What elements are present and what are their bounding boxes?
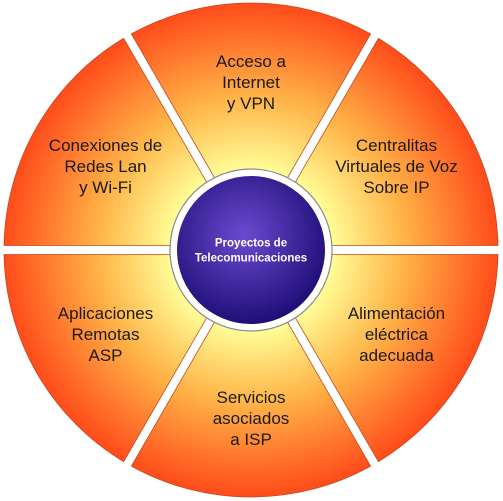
segment-label-line: adecuada (359, 346, 434, 365)
hub-label-line: Proyectos de (215, 238, 287, 250)
segment-label-line: asociados (213, 409, 290, 428)
segment-label-line: y Wi-Fi (79, 178, 132, 197)
segment-label-line: Conexiones de (49, 136, 162, 155)
segment-label-line: Internet (222, 73, 280, 92)
segment-label-line: ASP (88, 346, 122, 365)
segment-label: Conexiones de Redes Lan y Wi-Fi (49, 136, 162, 197)
segment-internet-vpn: Acceso a Internet y VPN (130, 2, 372, 180)
segment-label-line: Centralitas (356, 136, 437, 155)
segment-servicios-isp: Servicios asociados a ISP (130, 320, 372, 498)
segment-label-line: a ISP (230, 430, 272, 449)
segment-label-line: Remotas (71, 325, 139, 344)
segment-redes-lan-wifi: Conexiones de Redes Lan y Wi-Fi (3, 37, 208, 246)
segment-label-line: y VPN (227, 94, 275, 113)
segment-label-line: Redes Lan (64, 157, 146, 176)
segment-label: Servicios asociados a ISP (213, 388, 290, 449)
segment-label: Alimentación eléctrica adecuada (348, 304, 445, 365)
segment-label: Acceso a Internet y VPN (216, 52, 286, 113)
segment-label-line: Aplicaciones (58, 304, 153, 323)
segment-label-line: Sobre IP (363, 178, 429, 197)
hub-core (177, 176, 325, 324)
segment-label-line: Virtuales de Voz (335, 157, 458, 176)
segment-label-line: eléctrica (365, 325, 429, 344)
hub: Proyectos de Telecomunicaciones (169, 168, 333, 332)
hub-label-line: Telecomunicaciones (195, 253, 307, 265)
segment-label-line: Acceso a (216, 52, 286, 71)
segment-label-line: Alimentación (348, 304, 445, 323)
hub-label: Proyectos de Telecomunicaciones (195, 238, 307, 265)
segment-label-line: Servicios (217, 388, 286, 407)
